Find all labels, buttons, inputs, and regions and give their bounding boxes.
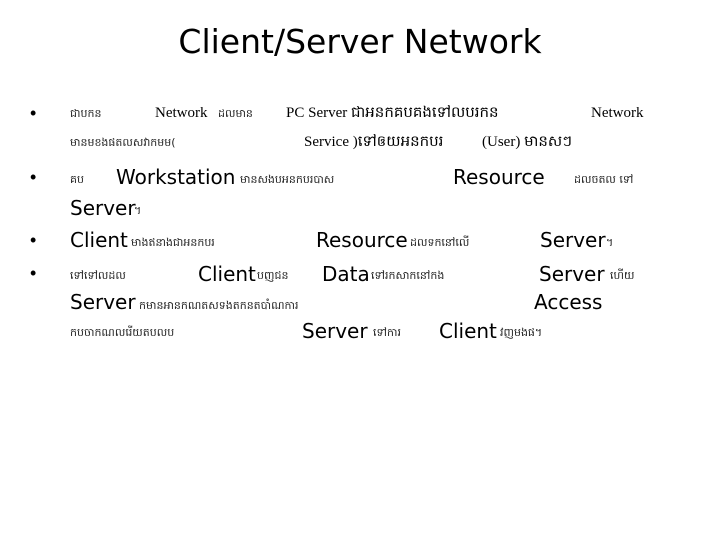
bullet-4-word: Client	[439, 319, 497, 343]
bullet-1-word: ជាបកន	[70, 107, 102, 120]
bullet-1-word: Service )ទៅឲយអនកបរ	[304, 134, 444, 150]
bullet-4-word: បញជន	[257, 269, 289, 282]
bullet-2-word: មានសងបអនកបរបាស	[240, 173, 335, 186]
bullet-2-word: Server	[70, 196, 136, 220]
bullet-4-word: ហើយ	[610, 269, 635, 282]
bullet-4-word: កមានអានកណតសទងតកនតបាំណការ	[139, 299, 299, 312]
bullet-2-word: Workstation	[116, 165, 236, 189]
bullet-4-word: Server	[302, 319, 368, 343]
bullet-4-marker: •	[30, 263, 37, 283]
bullet-2-word: ដលចតល ទៅ	[574, 173, 634, 186]
bullet-4-word: ទៅទៅលដល	[70, 269, 126, 282]
bullet-1-word: Network	[591, 105, 644, 121]
bullet-3-word: Client	[70, 228, 128, 252]
bullet-4-word: Client	[198, 262, 256, 286]
bullet-3-word: មាងឥនាងជាអនកបរ	[131, 236, 215, 249]
bullet-1-word: ដលមាន	[218, 107, 253, 120]
bullet-4-word: Data	[322, 262, 370, 286]
bullet-2-word: គប	[70, 173, 84, 186]
bullet-4-word: វញមងផ។	[500, 326, 543, 339]
slide-title: Client/Server Network	[178, 22, 542, 61]
bullet-1-word: (User) មានសៗ	[482, 134, 573, 150]
bullet-2-word: ។	[134, 204, 142, 217]
bullet-3-marker: •	[30, 230, 37, 250]
bullet-3-word: ។	[606, 236, 614, 249]
bullet-2-marker: •	[30, 167, 37, 187]
bullet-3-word: ដលទកនៅលើ	[410, 236, 470, 249]
bullet-4-word: កបចាកណលរើយតបលប	[70, 326, 175, 339]
bullet-4-word: ទៅរកសាកនៅកង	[371, 269, 445, 282]
bullet-4-word: Access	[534, 290, 603, 314]
bullet-3-word: Server	[540, 228, 606, 252]
bullet-1-word: PC Server ជាអនកគបគងទៅលបរកន	[286, 105, 499, 121]
bullet-1-word: Network	[155, 105, 208, 121]
bullet-4-word: Server	[539, 262, 605, 286]
bullet-4-word: Server	[70, 290, 136, 314]
bullet-3-word: Resource	[316, 228, 408, 252]
bullet-1-word: មានមខងផតលសវាកមម(	[70, 136, 176, 149]
bullet-1-marker: •	[30, 103, 37, 123]
bullet-2-word: Resource	[453, 165, 545, 189]
bullet-4-word: ទៅការ	[373, 326, 401, 339]
